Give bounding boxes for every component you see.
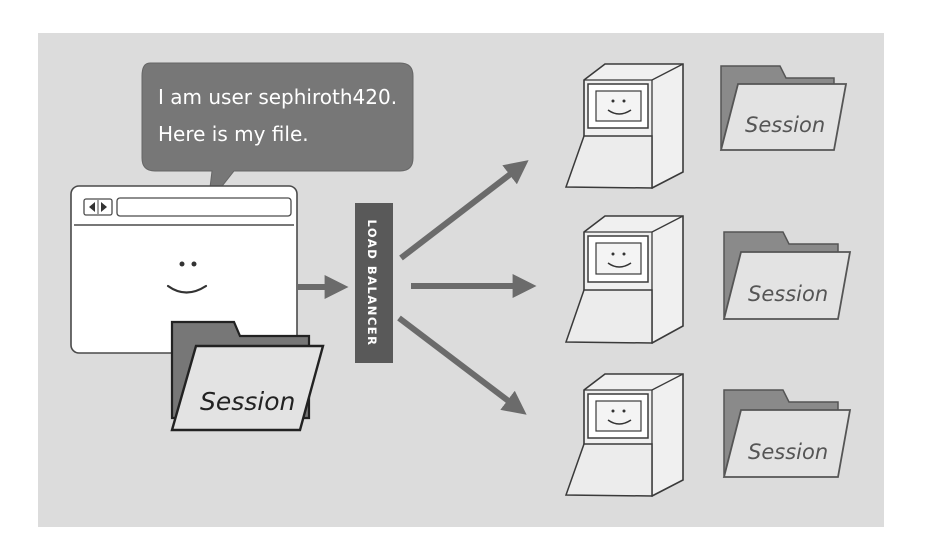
address-bar[interactable] xyxy=(116,197,292,217)
client-browser-window xyxy=(70,185,298,354)
speech-line-1: I am user sephiroth420. xyxy=(158,85,397,109)
forward-arrow-icon[interactable] xyxy=(97,200,107,214)
arrow-balancer-to-server-3 xyxy=(397,315,527,415)
server-1-computer-icon xyxy=(564,63,684,189)
server-1-session-label: Session xyxy=(745,113,825,137)
arrow-balancer-to-server-1 xyxy=(399,160,529,261)
server-1-session-folder-icon: Session xyxy=(719,65,848,151)
load-balancer-label: LOAD BALANCER xyxy=(365,219,379,346)
server-2-session-folder-icon: Session xyxy=(722,231,852,320)
server-3-computer-icon xyxy=(564,373,684,497)
server-3-session-folder-icon: Session xyxy=(722,389,852,478)
server-2-session-label: Session xyxy=(748,282,828,306)
client-smiley-icon xyxy=(166,261,208,294)
speech-line-2: Here is my file. xyxy=(158,122,309,146)
client-session-label: Session xyxy=(200,387,295,416)
server-3-session-label: Session xyxy=(748,440,828,464)
load-balancer-box: LOAD BALANCER xyxy=(355,203,393,363)
client-session-folder-icon: Session xyxy=(170,320,325,432)
server-2-computer-icon xyxy=(564,215,684,344)
